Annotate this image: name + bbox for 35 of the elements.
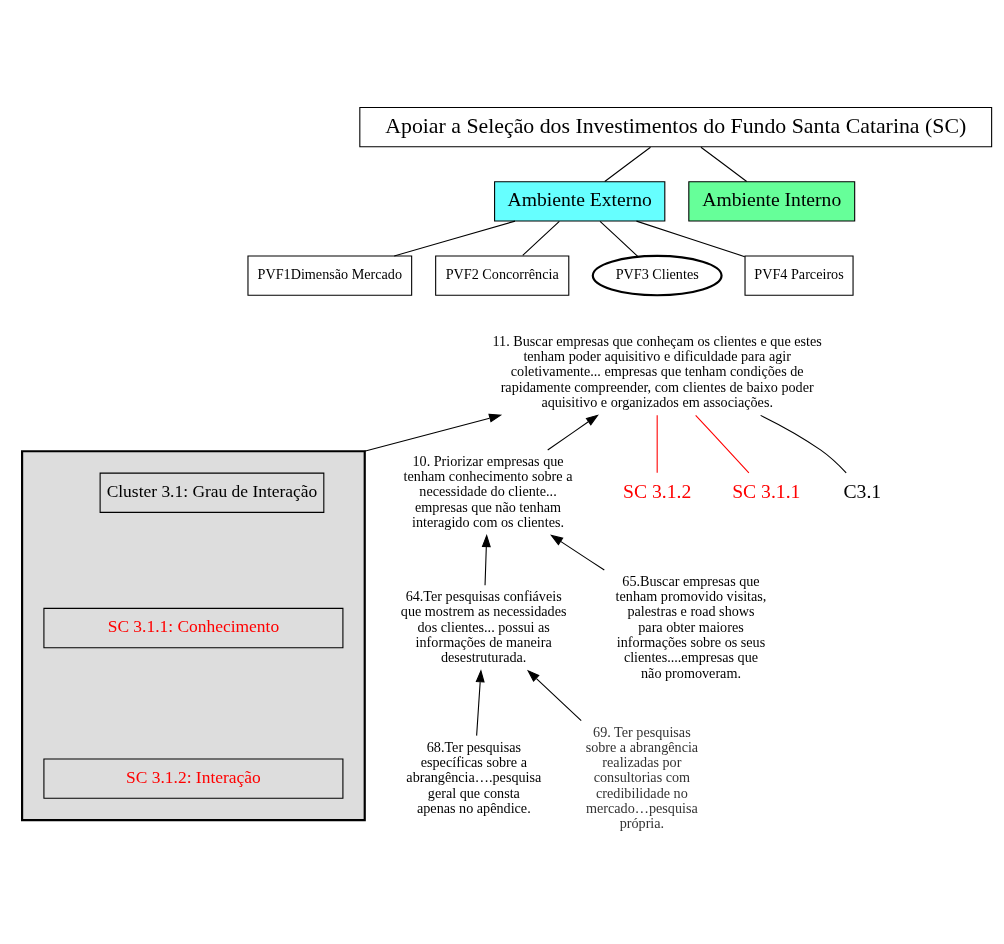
node-text: 65.Buscar empresas que tenham promovido visitas, palestras e road shows para obter maiores informações sobre os seus clientes....empresas que não promoveram. [615, 572, 766, 681]
connector [603, 146, 651, 183]
connector [699, 146, 747, 183]
arrow [549, 534, 605, 571]
node-box: Apoiar a Seleção dos Investimentos do Fundo Santa Catarina (SC) [358, 107, 992, 148]
node-text: SC 3.1.1 [731, 479, 800, 502]
node-text: 68.Ter pesquisas específicas sobre a abrangência….pesquisa geral que consta apenas no apêndice. [405, 738, 541, 816]
node-box: SC 3.1.2: Interação [42, 758, 343, 799]
node-box: PVF2 Concorrência [434, 255, 569, 296]
arrow [475, 669, 485, 737]
connector [521, 220, 560, 256]
node-box: PVF1Dimensão Mercado [246, 255, 412, 296]
node-text: 69. Ter pesquisas sobre a abrangência realizadas por consultorias com credibilidade no mercado…pesquisa própria. [585, 723, 698, 832]
cluster [20, 450, 366, 822]
node-box: Cluster 3.1: Grau de Interação [99, 472, 324, 513]
connector [656, 414, 658, 474]
arrow [526, 669, 582, 722]
node-ellipse: PVF3 Clientes [591, 254, 723, 297]
connector [599, 220, 638, 257]
connector [635, 220, 745, 258]
node-box: PVF4 Parceiros [743, 255, 854, 296]
node-box: Ambiente Externo [493, 181, 665, 222]
node-text: SC 3.1.2 [622, 479, 691, 502]
connector [759, 414, 847, 474]
node-box: Ambiente Interno [687, 181, 855, 222]
node-text: 11. Buscar empresas que conheçam os clientes e que estes tenham poder aquisitivo e dificuldade para agir coletivamente... empresas que tenham condições de rapidamente compreender, com clientes de baixo poder aquisitivo e organizados em associações. [492, 332, 822, 410]
node-box: SC 3.1.1: Conhecimento [42, 607, 343, 649]
arrow [481, 533, 491, 586]
node-text: 64.Ter pesquisas confiáveis que mostrem as necessidades dos clientes... possui as informações de maneira desestruturada. [400, 588, 567, 666]
node-text: C3.1 [843, 479, 881, 502]
node-text: 10. Priorizar empresas que tenham conhecimento sobre a necessidade do cliente... empresas que não tenham interagido com os clientes. [403, 452, 572, 530]
connector [393, 220, 516, 257]
arrow [363, 413, 502, 452]
connector [694, 414, 749, 474]
arrow [546, 414, 599, 451]
